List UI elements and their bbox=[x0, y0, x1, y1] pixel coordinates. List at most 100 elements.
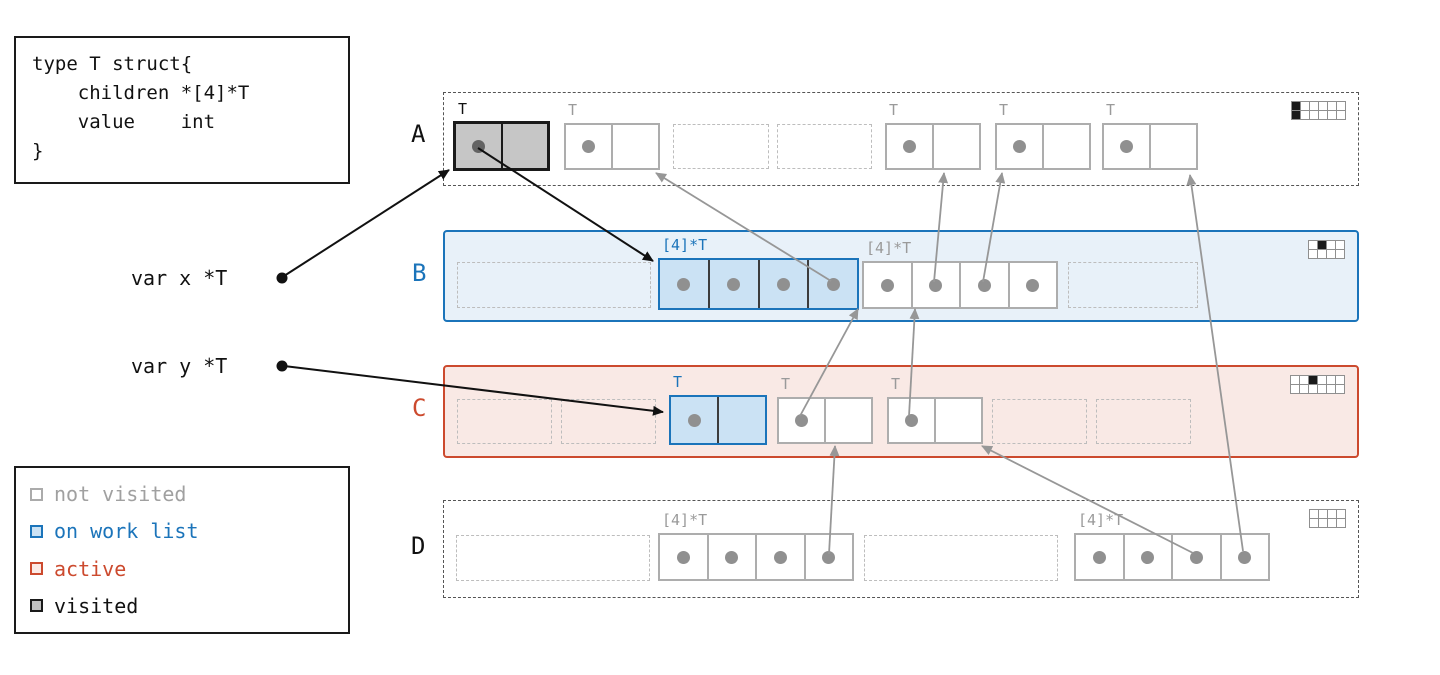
free-slot bbox=[561, 399, 656, 444]
array-pointer-0 bbox=[660, 535, 709, 579]
object-type-label: [4]*T bbox=[662, 511, 708, 529]
struct-definition-box: type T struct{ children *[4]*T value int… bbox=[14, 36, 350, 184]
mark-bit bbox=[1336, 376, 1344, 384]
mark-bitmap-icon bbox=[1291, 101, 1346, 120]
mark-bit bbox=[1301, 102, 1309, 110]
field-children-pointer bbox=[566, 125, 613, 168]
pointer-dot bbox=[903, 140, 916, 153]
pointer-dot bbox=[826, 277, 840, 291]
pointer-dot bbox=[676, 550, 690, 564]
mark-bit bbox=[1310, 102, 1318, 110]
mark-bit bbox=[1327, 385, 1335, 393]
free-slot bbox=[1096, 399, 1191, 444]
mark-bit bbox=[1318, 376, 1326, 384]
field-children-pointer bbox=[779, 399, 826, 442]
pointer-dot bbox=[471, 139, 485, 153]
mark-bit bbox=[1318, 241, 1326, 249]
code-line: type T struct{ bbox=[32, 53, 193, 75]
array-pointer-2 bbox=[760, 260, 810, 308]
array-pointer-2 bbox=[961, 263, 1010, 307]
mark-bit bbox=[1337, 510, 1345, 518]
field-value bbox=[613, 125, 658, 168]
mark-bit bbox=[1292, 111, 1300, 119]
free-slot bbox=[456, 535, 650, 581]
mark-bit bbox=[1300, 385, 1308, 393]
mark-bit bbox=[1328, 102, 1336, 110]
mark-bit bbox=[1318, 385, 1326, 393]
field-children-pointer bbox=[887, 125, 934, 168]
object-c3: T bbox=[887, 375, 983, 444]
mark-bit bbox=[1328, 111, 1336, 119]
legend-label: not visited bbox=[54, 482, 187, 506]
mark-bit bbox=[1319, 102, 1327, 110]
array-pointer-1 bbox=[1125, 535, 1173, 579]
mark-bit bbox=[1336, 241, 1344, 249]
object-type-label: T bbox=[999, 101, 1009, 119]
object-type-label: T bbox=[568, 101, 578, 119]
pointer-dot bbox=[725, 550, 739, 564]
pointer-dot bbox=[1026, 278, 1040, 292]
pointer-dot bbox=[687, 413, 701, 427]
object-type-label: T bbox=[781, 375, 791, 393]
mark-bit bbox=[1337, 111, 1345, 119]
mark-bit bbox=[1309, 241, 1317, 249]
field-value bbox=[1151, 125, 1196, 168]
pointer-dot bbox=[677, 277, 691, 291]
object-c1-worklist: T bbox=[669, 373, 767, 445]
array-pointer-2 bbox=[1173, 535, 1222, 579]
heap-span-c: C T T T bbox=[412, 365, 1359, 458]
object-type-label: [4]*T bbox=[866, 239, 912, 257]
pointer-dot bbox=[582, 140, 595, 153]
object-type-label: T bbox=[889, 101, 899, 119]
span-b-label: B bbox=[412, 259, 427, 287]
object-a5: T bbox=[1102, 101, 1198, 170]
pointer-dot bbox=[795, 414, 808, 427]
array-pointer-0 bbox=[660, 260, 710, 308]
var-x-label: var x *T bbox=[131, 266, 228, 290]
free-slot bbox=[673, 124, 769, 169]
mark-bit bbox=[1291, 376, 1299, 384]
work-list-swatch-icon bbox=[30, 524, 43, 538]
not-visited-swatch-icon bbox=[30, 487, 43, 501]
free-slot bbox=[457, 399, 552, 444]
mark-bit bbox=[1310, 510, 1318, 518]
pointer-dot bbox=[776, 277, 790, 291]
pointer-dot bbox=[1141, 550, 1155, 564]
legend-label: active bbox=[54, 556, 127, 581]
pointer-dot bbox=[929, 278, 943, 292]
mark-bit bbox=[1327, 241, 1335, 249]
array-pointer-1 bbox=[709, 535, 757, 579]
object-b1-worklist: [4]*T bbox=[658, 236, 859, 310]
mark-bit bbox=[1336, 250, 1344, 258]
legend-item-on-work-list: on work list bbox=[30, 519, 334, 543]
var-y-label: var y *T bbox=[131, 354, 228, 378]
legend-label: on work list bbox=[54, 519, 199, 544]
field-value bbox=[503, 124, 548, 168]
free-slot bbox=[1068, 262, 1198, 308]
object-d1: [4]*T bbox=[658, 511, 854, 581]
pointer-dot bbox=[1189, 550, 1203, 564]
object-type-label: T bbox=[1106, 101, 1116, 119]
object-b2: [4]*T bbox=[862, 239, 1058, 309]
heap-span-a: A T T T T T bbox=[411, 92, 1359, 186]
mark-bit bbox=[1309, 385, 1317, 393]
field-children-pointer bbox=[456, 124, 503, 168]
mark-bitmap-icon bbox=[1309, 509, 1346, 528]
span-d-label: D bbox=[411, 532, 426, 560]
array-pointer-2 bbox=[757, 535, 806, 579]
span-a-label: A bbox=[411, 120, 426, 148]
object-type-label: T bbox=[891, 375, 901, 393]
object-a3: T bbox=[885, 101, 981, 170]
mark-bit bbox=[1319, 111, 1327, 119]
mark-bit bbox=[1309, 250, 1317, 258]
mark-bit bbox=[1319, 510, 1327, 518]
object-type-label: T bbox=[673, 373, 683, 391]
mark-bit bbox=[1292, 102, 1300, 110]
object-c2: T bbox=[777, 375, 873, 444]
mark-bit bbox=[1336, 385, 1344, 393]
field-children-pointer bbox=[889, 399, 936, 442]
mark-bit bbox=[1291, 385, 1299, 393]
mark-bit bbox=[1327, 250, 1335, 258]
free-slot bbox=[777, 124, 872, 169]
